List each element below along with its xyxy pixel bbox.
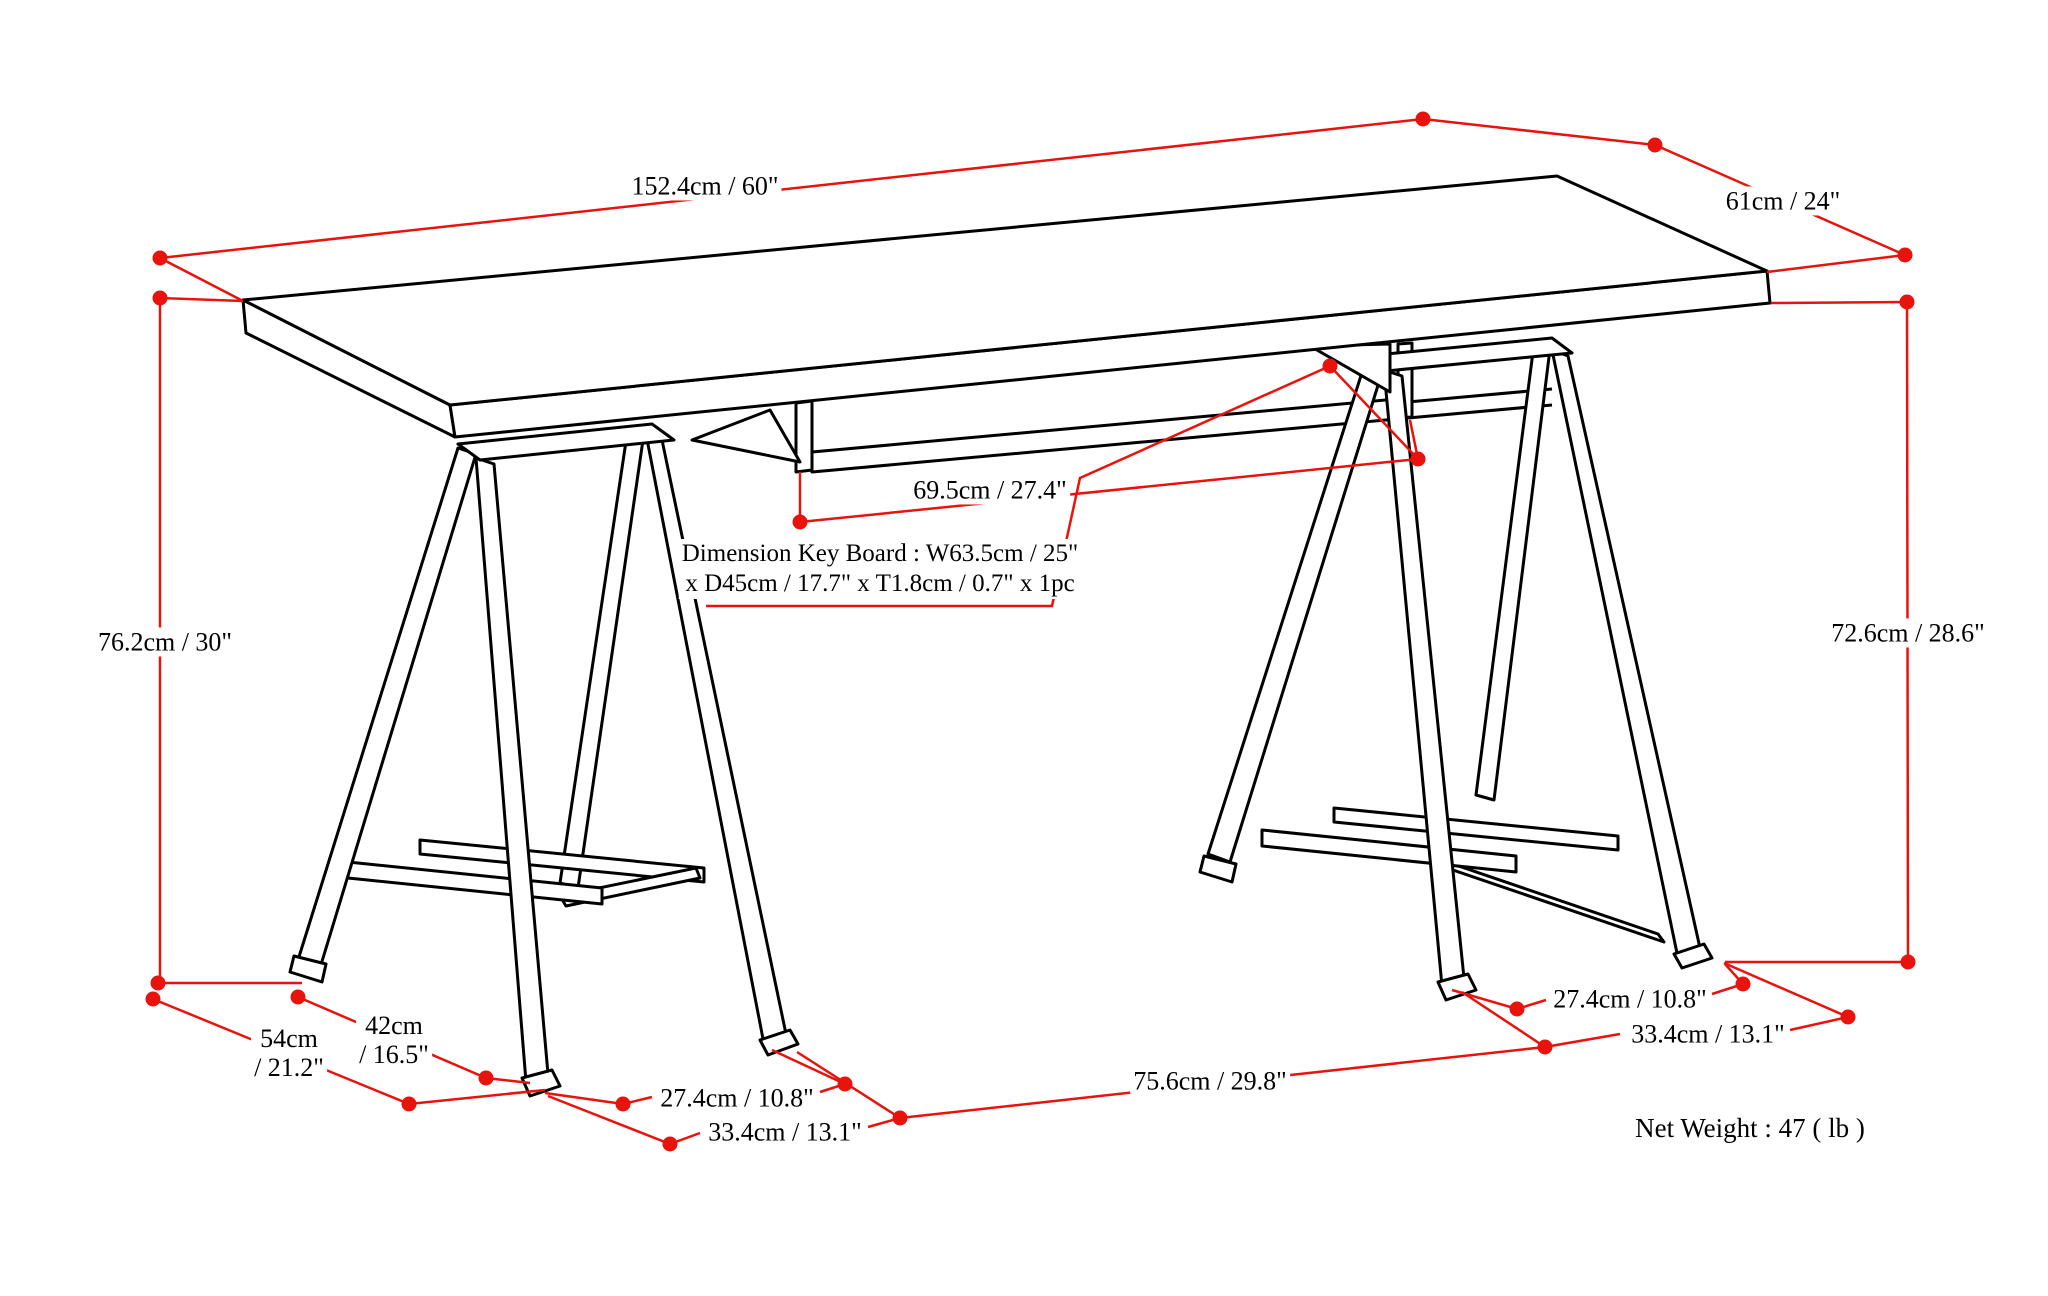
dim-height-left: 76.2cm / 30" [94, 627, 236, 657]
keyboard-note-line2: x D45cm / 17.7" x T1.8cm / 0.7" x 1pc [685, 570, 1075, 597]
keyboard-note-line1: Dimension Key Board : W63.5cm / 25" [681, 540, 1079, 567]
keyboard-tray [794, 341, 1553, 474]
dim-foot-outer-left-in: / 21.2" [254, 1053, 324, 1082]
dim-top-width: 152.4cm / 60" [628, 171, 782, 201]
tray-right-gusset [1308, 342, 1392, 394]
dim-tray-width: 69.5cm / 27.4" [910, 475, 1070, 505]
dim-foot-inner-left-cm: 42cm [365, 1010, 423, 1040]
dim-trestle-gap: 75.6cm / 29.8" [1130, 1066, 1290, 1096]
dim-foot-outer-left-cm: 54cm [260, 1023, 318, 1053]
desk-geometry [241, 174, 1772, 1098]
dim-foot-inner-left-in: / 16.5" [359, 1040, 429, 1069]
dim-foot-depth-inner-left: 27.4cm / 10.8" [657, 1083, 817, 1113]
dim-top-depth: 61cm / 24" [1722, 186, 1844, 216]
left-trestle [288, 422, 800, 1098]
dim-foot-outer-left: 54cm / 21.2" [251, 1023, 327, 1083]
dim-height-right: 72.6cm / 28.6" [1828, 618, 1988, 648]
tray-left-bracket [690, 408, 802, 464]
tabletop [241, 174, 1772, 439]
dim-foot-depth-inner-right: 27.4cm / 10.8" [1550, 984, 1710, 1014]
dim-foot-depth-outer-right: 33.4cm / 13.1" [1628, 1019, 1788, 1049]
dim-foot-depth-outer-left: 33.4cm / 13.1" [705, 1117, 865, 1147]
dimension-dots [145, 111, 1916, 1152]
net-weight: Net Weight : 47 ( lb ) [1632, 1112, 1868, 1144]
keyboard-note: Dimension Key Board : W63.5cm / 25" x D4… [678, 539, 1082, 599]
right-trestle [1198, 336, 1714, 1002]
dim-foot-inner-left: 42cm / 16.5" [356, 1010, 432, 1070]
